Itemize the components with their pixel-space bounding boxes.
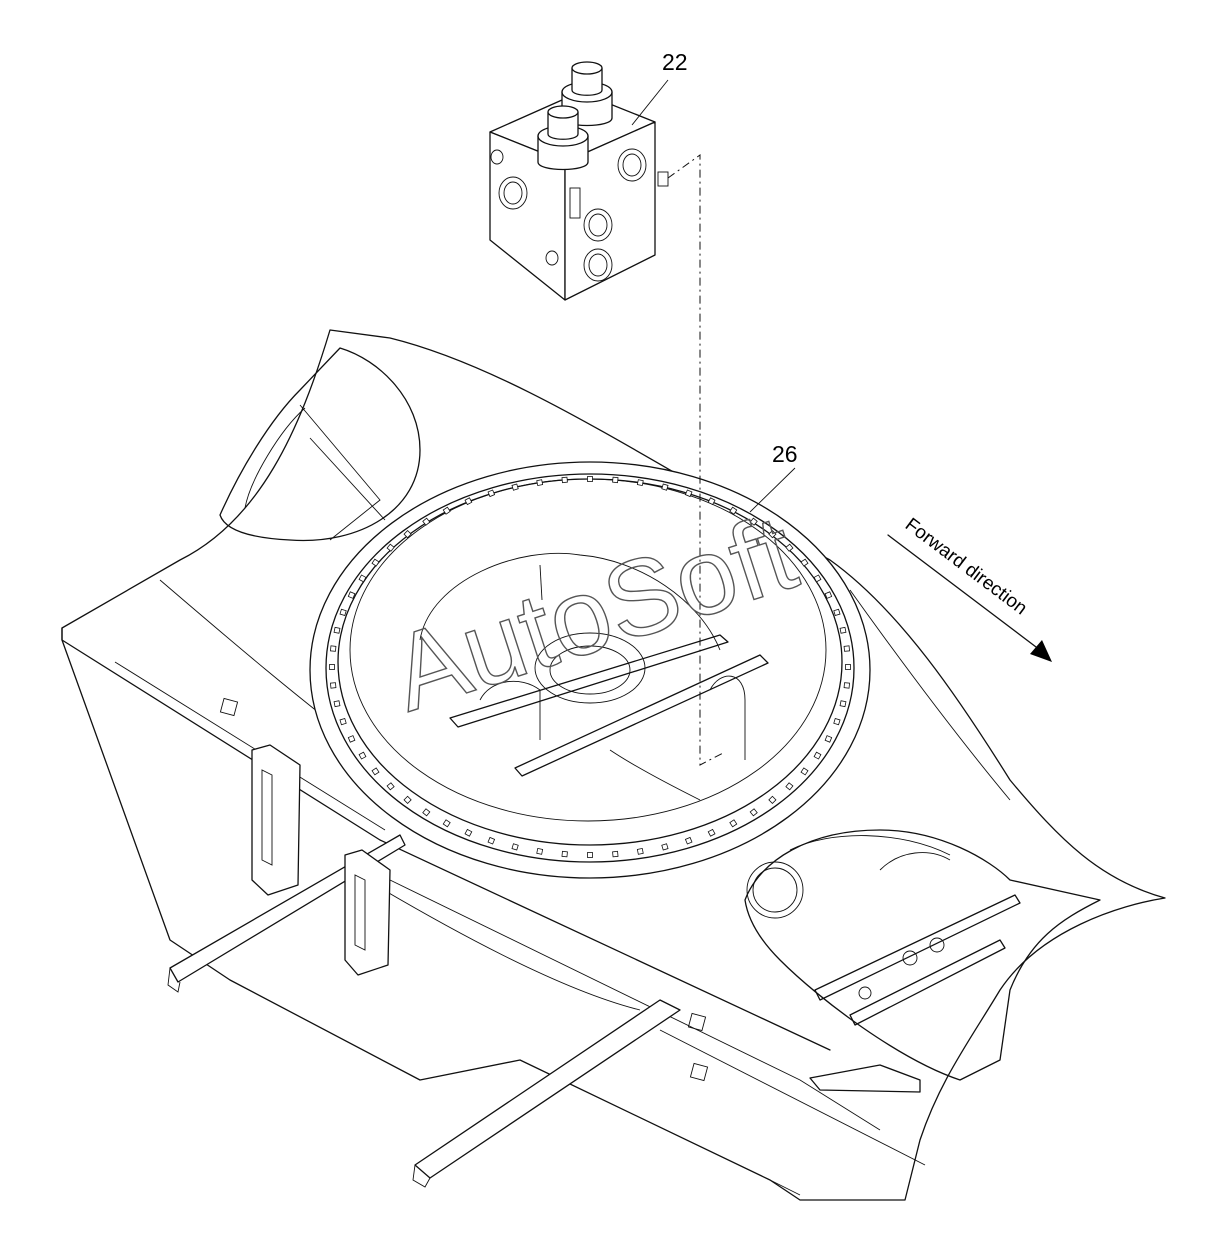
bolt-hole bbox=[386, 543, 395, 552]
bolt-hole bbox=[422, 517, 431, 526]
callout-26-leader bbox=[749, 467, 796, 513]
bolt-hole bbox=[800, 558, 809, 567]
bolt-hole bbox=[729, 506, 738, 515]
valve-block-part-22 bbox=[489, 61, 669, 301]
bolt-hole bbox=[339, 608, 347, 617]
bolt-hole bbox=[612, 476, 619, 484]
bolt-hole bbox=[661, 843, 669, 851]
bolt-hole bbox=[347, 735, 356, 743]
callout-26-label: 26 bbox=[772, 441, 798, 467]
bolt-hole bbox=[684, 489, 693, 498]
bolt-hole bbox=[422, 808, 431, 817]
forward-arrow-shaft bbox=[887, 534, 1041, 651]
forward-direction-label: Forward direction bbox=[901, 514, 1031, 619]
bolt-hole bbox=[729, 819, 738, 828]
slewing-ring-bolt-holes bbox=[329, 476, 851, 858]
bolt-hole bbox=[339, 717, 347, 726]
bolt-hole bbox=[561, 850, 568, 858]
bolt-hole bbox=[785, 543, 794, 552]
bolt-hole bbox=[511, 483, 519, 491]
forward-arrow-head bbox=[1030, 640, 1052, 662]
bolt-hole bbox=[487, 836, 496, 845]
bolt-hole bbox=[839, 626, 847, 634]
bolt-hole bbox=[843, 682, 850, 689]
bolt-hole bbox=[843, 645, 850, 652]
bolt-hole bbox=[403, 795, 412, 805]
bolt-hole bbox=[347, 591, 356, 599]
bolt-hole bbox=[813, 751, 822, 760]
bolt-hole bbox=[749, 517, 758, 526]
bolt-hole bbox=[768, 795, 777, 805]
bolt-hole bbox=[749, 808, 758, 817]
bolt-hole bbox=[403, 529, 412, 539]
bolt-hole bbox=[536, 479, 544, 487]
bolt-hole bbox=[636, 479, 644, 487]
mounting-centerline bbox=[667, 154, 726, 766]
bolt-hole bbox=[845, 664, 851, 670]
bolt-hole bbox=[536, 847, 544, 855]
bolt-hole bbox=[833, 608, 841, 617]
bolt-hole bbox=[511, 843, 519, 851]
bolt-hole bbox=[487, 489, 496, 498]
bolt-hole bbox=[707, 828, 716, 837]
bolt-hole bbox=[333, 626, 341, 634]
bolt-hole bbox=[636, 847, 644, 855]
bolt-hole bbox=[329, 664, 335, 670]
bolt-hole bbox=[684, 836, 693, 845]
bolt-hole bbox=[824, 735, 833, 743]
bolt-hole bbox=[358, 751, 367, 760]
bolt-hole bbox=[587, 476, 593, 482]
bolt-hole bbox=[442, 506, 451, 515]
bolt-hole bbox=[371, 767, 380, 776]
bolt-hole bbox=[707, 497, 716, 506]
bolt-hole bbox=[800, 767, 809, 776]
bolt-hole bbox=[442, 819, 451, 828]
bolt-hole bbox=[768, 529, 777, 539]
cross-beams bbox=[167, 697, 921, 1188]
bolt-hole bbox=[386, 782, 395, 791]
bolt-hole bbox=[561, 476, 568, 484]
bolt-hole bbox=[371, 558, 380, 567]
bolt-hole bbox=[813, 574, 822, 583]
bolt-hole bbox=[839, 700, 847, 708]
bolt-hole bbox=[587, 852, 593, 858]
callout-22-leader bbox=[631, 79, 669, 126]
bolt-hole bbox=[333, 700, 341, 708]
slewing-ring-part-26 bbox=[309, 461, 871, 879]
bolt-hole bbox=[330, 682, 337, 689]
callout-22-label: 22 bbox=[662, 49, 688, 75]
bolt-hole bbox=[358, 574, 367, 583]
bolt-hole bbox=[464, 497, 473, 506]
valve-fitting-front bbox=[537, 105, 589, 171]
bolt-hole bbox=[464, 828, 473, 837]
valve-fitting-rear bbox=[561, 61, 613, 127]
bolt-hole bbox=[612, 850, 619, 858]
bolt-hole bbox=[785, 782, 794, 791]
bolt-hole bbox=[330, 645, 337, 652]
bolt-hole bbox=[833, 717, 841, 726]
bolt-hole bbox=[661, 483, 669, 491]
bolt-hole bbox=[824, 591, 833, 599]
